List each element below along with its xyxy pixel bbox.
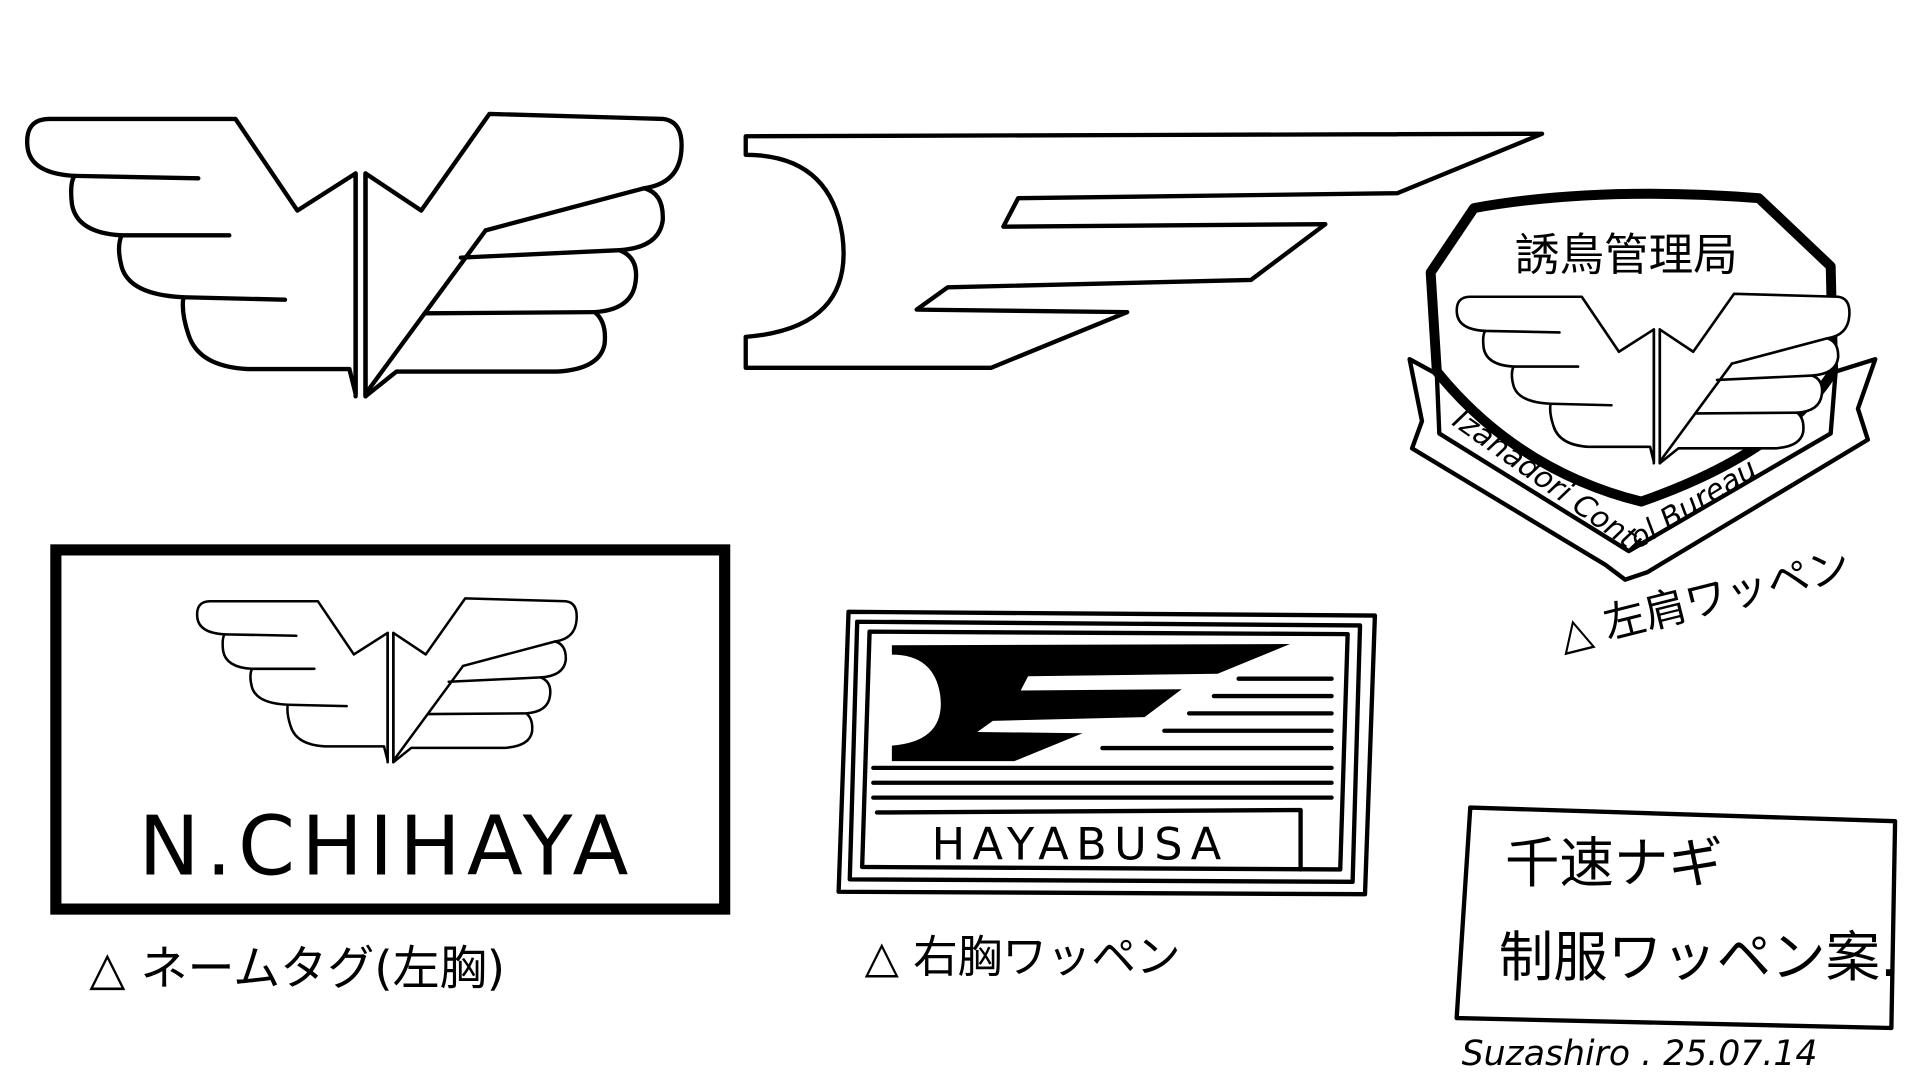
name-tag-caption: △ ネームタグ(左胸) — [89, 942, 505, 997]
note-line1: 千速ナギ — [1505, 831, 1723, 895]
chest-patch-label: HAYABUSA — [932, 819, 1229, 871]
speed-lines — [871, 676, 1334, 800]
wing-emblem-large — [27, 114, 681, 396]
shoulder-patch: 誘鳥管理局 Izanadori Control Bureau — [1407, 188, 1878, 582]
chest-patch-caption: △ 右胸ワッペン — [865, 931, 1181, 983]
patch-banner — [1407, 357, 1878, 582]
note-box: 千速ナギ 制服ワッペン案. — [1454, 805, 1898, 1031]
patch-title: 誘鳥管理局 — [1515, 229, 1738, 281]
chest-patch: HAYABUSA — [836, 609, 1378, 897]
note-line2: 制服ワッペン案. — [1499, 925, 1898, 989]
f-emblem-filled — [891, 644, 1291, 762]
name-tag: N.CHIHAYA — [50, 544, 731, 915]
signature: Suzashiro . 25.07.14 — [1462, 1034, 1818, 1074]
name-tag-name: N.CHIHAYA — [139, 799, 635, 894]
f-emblem-outline — [746, 134, 1542, 368]
